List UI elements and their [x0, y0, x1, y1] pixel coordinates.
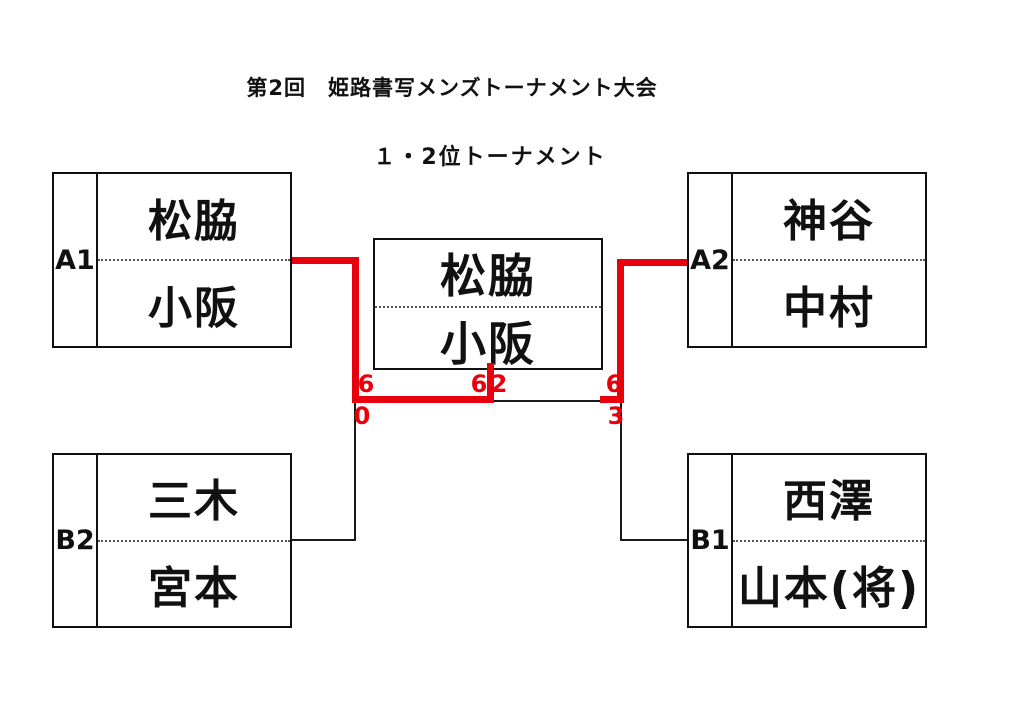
player-name: 小阪	[148, 282, 240, 334]
seed-label-a2: A2	[689, 174, 733, 346]
pair-names-winner: 松脇 小阪	[375, 240, 601, 371]
connector-b2-vertical	[354, 401, 356, 541]
connector-b1-vertical	[620, 401, 622, 541]
bracket-box-b2: B2 三木 宮本	[52, 453, 292, 628]
player-name: 山本(将)	[737, 562, 921, 614]
seed-label-b2: B2	[54, 455, 98, 626]
connector-b1-horizontal	[620, 539, 687, 541]
pair-names-b1: 西澤 山本(将)	[733, 455, 925, 626]
winner-name: 松脇	[375, 240, 601, 308]
winner-line-a2-horizontal	[621, 259, 687, 266]
score-semifinal-left-winner: 6	[357, 370, 375, 398]
winner-name: 小阪	[440, 317, 536, 371]
winner-line-a2-foot	[600, 396, 624, 403]
score-semifinal-right-loser: 3	[607, 402, 625, 430]
connector-b2-horizontal	[292, 539, 356, 541]
winner-line-a1-vertical	[352, 257, 359, 403]
seed-label-a1: A1	[54, 174, 98, 346]
bracket-box-a1: A1 松脇 小阪	[52, 172, 292, 348]
pair-names-b2: 三木 宮本	[98, 455, 290, 626]
pair-names-a2: 神谷 中村	[733, 174, 925, 346]
player-name: 西澤	[733, 455, 925, 542]
player-name: 三木	[98, 455, 290, 542]
player-name: 神谷	[733, 174, 925, 261]
tournament-subtitle: １・2位トーナメント	[373, 145, 607, 170]
bracket-box-b1: B1 西澤 山本(将)	[687, 453, 927, 628]
bracket-box-a2: A2 神谷 中村	[687, 172, 927, 348]
winner-line-final-horizontal	[352, 396, 494, 403]
score-semifinal-right-winner: 6	[605, 370, 623, 398]
seed-label-b1: B1	[689, 455, 733, 626]
pair-names-a1: 松脇 小阪	[98, 174, 290, 346]
page-title: 第2回 姫路書写メンズトーナメント大会	[246, 76, 658, 100]
winner-line-a2-vertical	[617, 259, 624, 403]
final-connector-line	[490, 400, 622, 402]
score-final-right: 2	[490, 370, 508, 398]
score-semifinal-left-loser: 0	[353, 402, 371, 430]
winner-line-final-vertical	[487, 363, 494, 403]
score-final-left: 6	[470, 370, 488, 398]
player-name: 中村	[783, 282, 875, 334]
bracket-box-winner: 松脇 小阪	[373, 238, 603, 371]
winner-line-a1-horizontal	[292, 257, 359, 264]
player-name: 宮本	[148, 562, 240, 614]
player-name: 松脇	[98, 174, 290, 261]
